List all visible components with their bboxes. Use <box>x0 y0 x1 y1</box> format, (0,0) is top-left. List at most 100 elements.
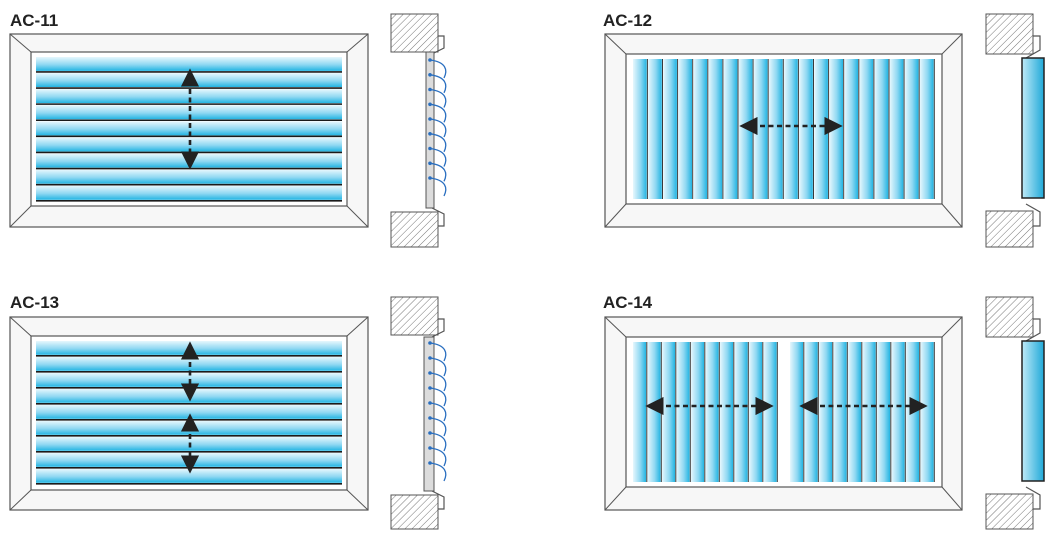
ac13-wall-bottom <box>390 494 439 530</box>
louver-blade <box>904 59 919 199</box>
louver-blade <box>734 342 748 482</box>
blade-pivot-dot <box>428 431 432 435</box>
airflow-curve <box>429 118 447 138</box>
ac13-front-view <box>9 316 369 511</box>
ac14-wall-top <box>985 296 1034 338</box>
airflow-curve <box>429 103 447 123</box>
louver-blade <box>705 342 719 482</box>
louver-blade <box>36 405 342 419</box>
louver-blade <box>676 342 690 482</box>
airflow-curve <box>429 462 447 482</box>
louver-blade <box>804 342 818 482</box>
blade-pivot-dot <box>428 386 432 390</box>
ac13-airflow-group <box>428 341 447 482</box>
ac13-side-view <box>390 296 447 530</box>
blade-pivot-dot <box>428 161 432 166</box>
louver-blade <box>663 59 677 199</box>
blade-pivot-dot <box>428 356 432 360</box>
blade-pivot-dot <box>428 132 432 136</box>
airflow-curve <box>429 88 447 108</box>
louver-blade <box>814 59 828 199</box>
airflow-curve <box>429 357 447 377</box>
blade-pivot-dot <box>428 73 432 77</box>
louver-blade <box>819 342 833 482</box>
blade-pivot-dot <box>428 341 432 345</box>
airflow-curve <box>429 372 447 392</box>
louver-blade <box>891 342 905 482</box>
airflow-curve <box>429 387 447 407</box>
panel-title-ac11: AC-11 <box>10 11 58 30</box>
ac12-wall-top <box>985 13 1034 55</box>
blade-pivot-dot <box>428 102 432 107</box>
blade-pivot-dot <box>428 146 432 151</box>
louver-blade <box>678 59 692 199</box>
louver-blade <box>906 342 920 482</box>
louver-blade <box>36 57 342 71</box>
airflow-curve <box>429 417 447 437</box>
louver-blade <box>790 342 804 482</box>
ac11-airflow-group <box>428 58 447 197</box>
blade-pivot-dot <box>428 117 432 121</box>
louver-blade <box>859 59 874 199</box>
louver-blade <box>920 342 934 482</box>
ac14-side-blade <box>1021 340 1045 482</box>
louver-blade <box>874 59 889 199</box>
louver-blade <box>753 59 768 199</box>
louver-blade <box>647 342 661 482</box>
louver-blade <box>36 469 342 483</box>
louver-blade <box>662 342 676 482</box>
louver-blade <box>708 59 723 199</box>
louver-blade <box>749 342 763 482</box>
ac12-wall-bottom <box>985 210 1034 248</box>
ac13-side-frame <box>423 336 435 492</box>
louver-blade <box>633 342 647 482</box>
airflow-curve <box>429 447 447 467</box>
panel-title-ac12: AC-12 <box>603 11 652 30</box>
airflow-curve <box>429 402 447 422</box>
blade-pivot-dot <box>428 371 432 375</box>
ac14-front-view <box>604 316 963 511</box>
airflow-curve <box>429 133 447 153</box>
louver-blade <box>768 59 783 199</box>
ac11-side-frame <box>425 51 435 209</box>
louver-blade <box>723 59 738 199</box>
airflow-curve <box>429 177 447 197</box>
louver-blade <box>693 59 708 199</box>
louver-blade <box>848 342 862 482</box>
blade-pivot-dot <box>428 87 432 92</box>
blade-pivot-dot <box>428 401 432 405</box>
louver-blade <box>720 342 734 482</box>
louver-blade <box>633 59 647 199</box>
louver-blade <box>799 59 813 199</box>
ac11-side-view <box>390 13 447 248</box>
ac11-wall-top <box>390 13 439 53</box>
louver-blade <box>844 59 859 199</box>
blade-pivot-dot <box>428 446 432 450</box>
louver-blade <box>784 59 798 199</box>
louver-blade <box>648 59 662 199</box>
blade-pivot-dot <box>428 416 432 420</box>
ac14-wall-bottom <box>985 493 1034 530</box>
louver-blade <box>829 59 843 199</box>
louver-blade <box>763 342 777 482</box>
panel-title-ac13: AC-13 <box>10 293 59 312</box>
airflow-curve <box>429 162 447 182</box>
louver-blade <box>36 169 342 184</box>
louver-blade <box>877 342 891 482</box>
louver-blade <box>36 185 342 200</box>
blade-pivot-dot <box>428 176 432 180</box>
louver-blade <box>889 59 904 199</box>
airflow-curve <box>429 432 447 452</box>
ac11-front-view <box>9 33 369 228</box>
panel-title-ac14: AC-14 <box>603 293 653 312</box>
blade-pivot-dot <box>428 58 432 62</box>
ac12-front-view <box>604 33 963 228</box>
airflow-curve <box>429 74 447 94</box>
airflow-curve <box>429 147 447 167</box>
louver-blade <box>738 59 753 199</box>
louver-blade <box>919 59 934 199</box>
ac14-side-view <box>985 296 1045 530</box>
airflow-curve <box>429 59 447 79</box>
ac12-side-blade <box>1021 57 1045 199</box>
